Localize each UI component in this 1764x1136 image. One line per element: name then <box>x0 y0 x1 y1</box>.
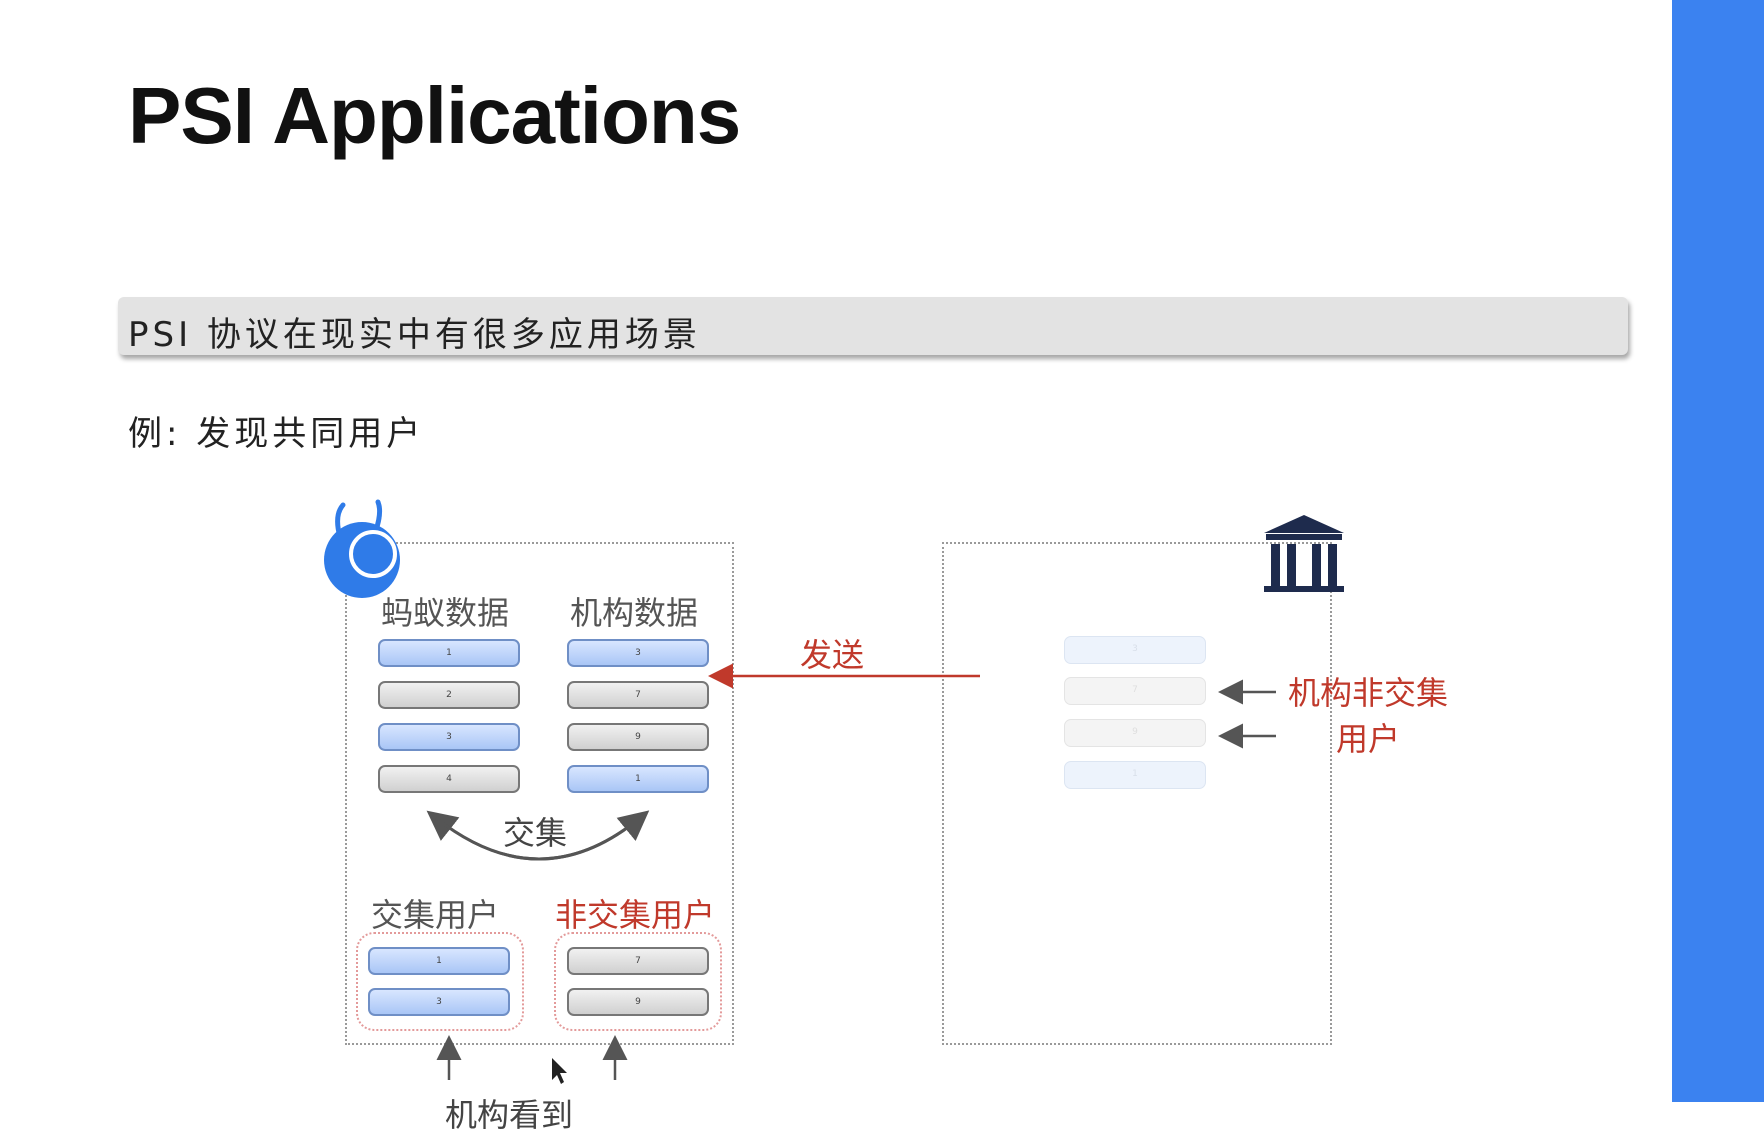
intersection-arc <box>426 663 1276 1084</box>
send-label: 发送 <box>800 636 865 674</box>
institution-faint-record: 3 <box>1064 636 1206 664</box>
institution-faint-record: 1 <box>1064 761 1206 789</box>
ant-record: 4 <box>378 765 520 793</box>
nonintersect-label-line1: 机构非交集 <box>1288 674 1449 712</box>
nonintersect-user-record: 7 <box>567 947 709 975</box>
institution-record: 9 <box>567 723 709 751</box>
institution-faint-record: 9 <box>1064 719 1206 747</box>
nonintersect-users-label: 非交集用户 <box>555 896 716 934</box>
ant-logo-icon <box>324 499 400 598</box>
nonintersect-label-line2: 用户 <box>1336 720 1401 758</box>
ant-record: 1 <box>378 639 520 667</box>
accent-sidebar <box>1672 0 1764 1102</box>
intersect-users-label: 交集用户 <box>371 896 500 934</box>
slide-title: PSI Applications <box>128 71 741 160</box>
banner-text: PSI 协议在现实中有很多应用场景 <box>128 315 701 355</box>
institution-nonintersect-label: 机构非交集 用户 <box>1288 670 1448 762</box>
institution-record: 1 <box>567 765 709 793</box>
ant-panel <box>345 542 734 1045</box>
example-text: 例: 发现共同用户 <box>128 414 425 454</box>
institution-record: 3 <box>567 639 709 667</box>
bottom-caption: 机构看到 <box>445 1096 574 1134</box>
institution-record: 7 <box>567 681 709 709</box>
intersection-label: 交集 <box>503 814 568 852</box>
nonintersect-user-record: 9 <box>567 988 709 1016</box>
bank-building-icon <box>1264 515 1344 592</box>
ant-data-label: 蚂蚁数据 <box>381 594 510 632</box>
intersect-users-group <box>356 932 524 1031</box>
intersect-user-record: 3 <box>368 988 510 1016</box>
ant-record: 2 <box>378 681 520 709</box>
ant-record: 3 <box>378 723 520 751</box>
institution-data-label: 机构数据 <box>570 594 699 632</box>
nonintersect-users-group <box>554 932 722 1031</box>
intersect-user-record: 1 <box>368 947 510 975</box>
institution-faint-record: 7 <box>1064 677 1206 705</box>
banner: PSI 协议在现实中有很多应用场景 <box>118 297 1628 355</box>
institution-panel <box>942 542 1332 1045</box>
